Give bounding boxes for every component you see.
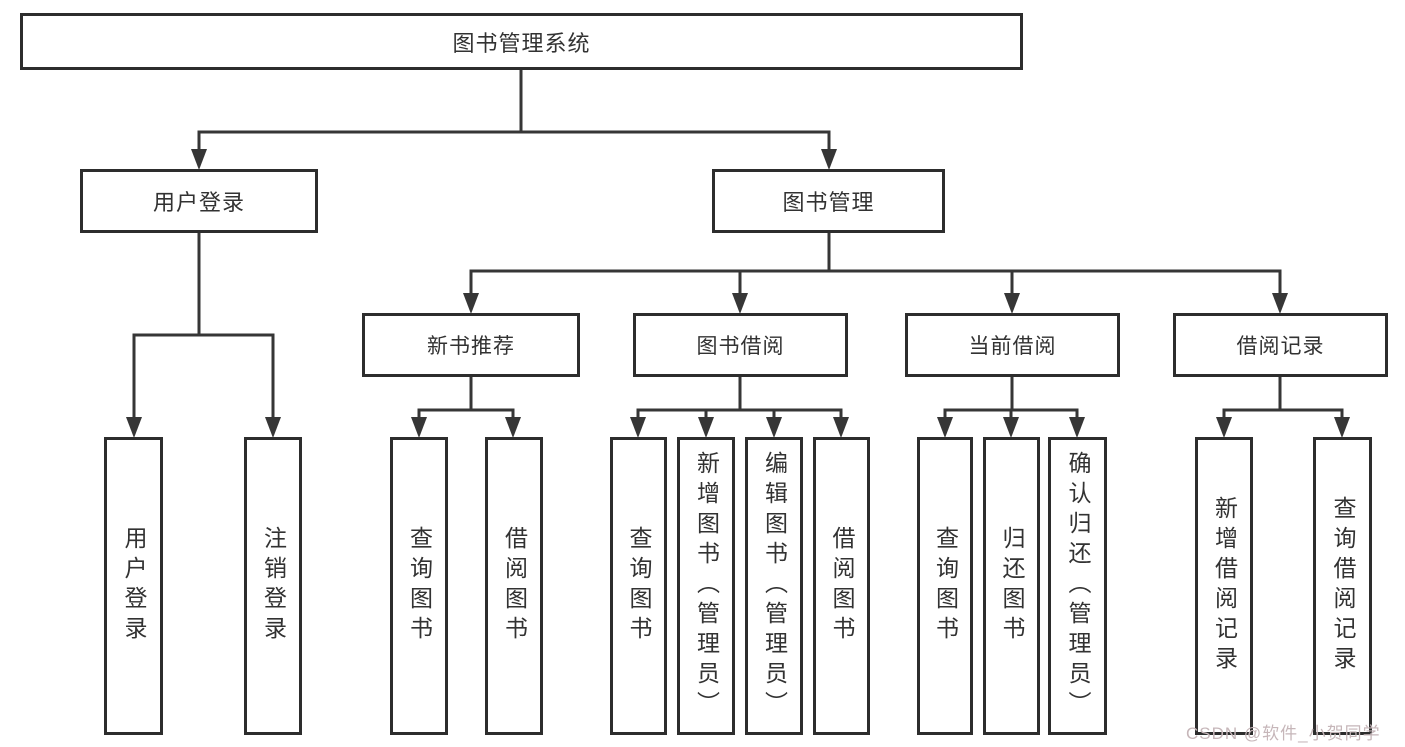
leaf-borrowing-borrow-books-label: 借阅图书 [829,526,855,646]
node-borrowing-records: 借阅记录 [1173,313,1388,377]
leaf-borrowing-edit-books-admin-label: 编辑图书（管理员） [761,451,788,721]
node-new-book-recommendation: 新书推荐 [362,313,580,377]
leaf-borrowing-add-books-admin: 新增图书（管理员） [677,437,735,735]
leaf-current-confirm-return-admin: 确认归还（管理员） [1048,437,1107,735]
leaf-logout-login-label: 注销登录 [260,526,287,646]
node-user-login: 用户登录 [80,169,318,233]
leaf-records-add-borrow-record-label: 新增借阅记录 [1211,496,1238,676]
leaf-records-query-borrow-record: 查询借阅记录 [1313,437,1372,735]
leaf-current-query-books-label: 查询图书 [932,526,959,646]
leaf-borrowing-edit-books-admin: 编辑图书（管理员） [745,437,803,735]
leaf-newbook-query-books-label: 查询图书 [406,526,433,646]
leaf-borrowing-add-books-admin-label: 新增图书（管理员） [693,451,720,721]
leaf-user-login-label: 用户登录 [121,526,147,646]
leaf-borrowing-query-books: 查询图书 [610,437,667,735]
leaf-current-confirm-return-admin-label: 确认归还（管理员） [1065,451,1091,721]
arrowheads [126,149,1350,438]
leaf-current-query-books: 查询图书 [917,437,973,735]
watermark: CSDN @软件_小贺同学 [1186,724,1381,743]
leaf-newbook-query-books: 查询图书 [390,437,448,735]
node-library-management-system: 图书管理系统 [20,13,1023,70]
leaf-newbook-borrow-books: 借阅图书 [485,437,543,735]
leaf-borrowing-query-books-label: 查询图书 [626,526,652,646]
leaf-current-return-books-label: 归还图书 [999,526,1025,646]
leaf-user-login: 用户登录 [104,437,163,735]
leaf-borrowing-borrow-books: 借阅图书 [813,437,870,735]
leaf-logout-login: 注销登录 [244,437,302,735]
leaf-records-query-borrow-record-label: 查询借阅记录 [1330,496,1356,676]
leaf-newbook-borrow-books-label: 借阅图书 [501,526,528,646]
node-book-management: 图书管理 [712,169,945,233]
connector [132,70,1344,418]
leaf-current-return-books: 归还图书 [983,437,1040,735]
leaf-records-add-borrow-record: 新增借阅记录 [1195,437,1253,735]
node-book-borrowing: 图书借阅 [633,313,848,377]
node-current-borrowing: 当前借阅 [905,313,1120,377]
